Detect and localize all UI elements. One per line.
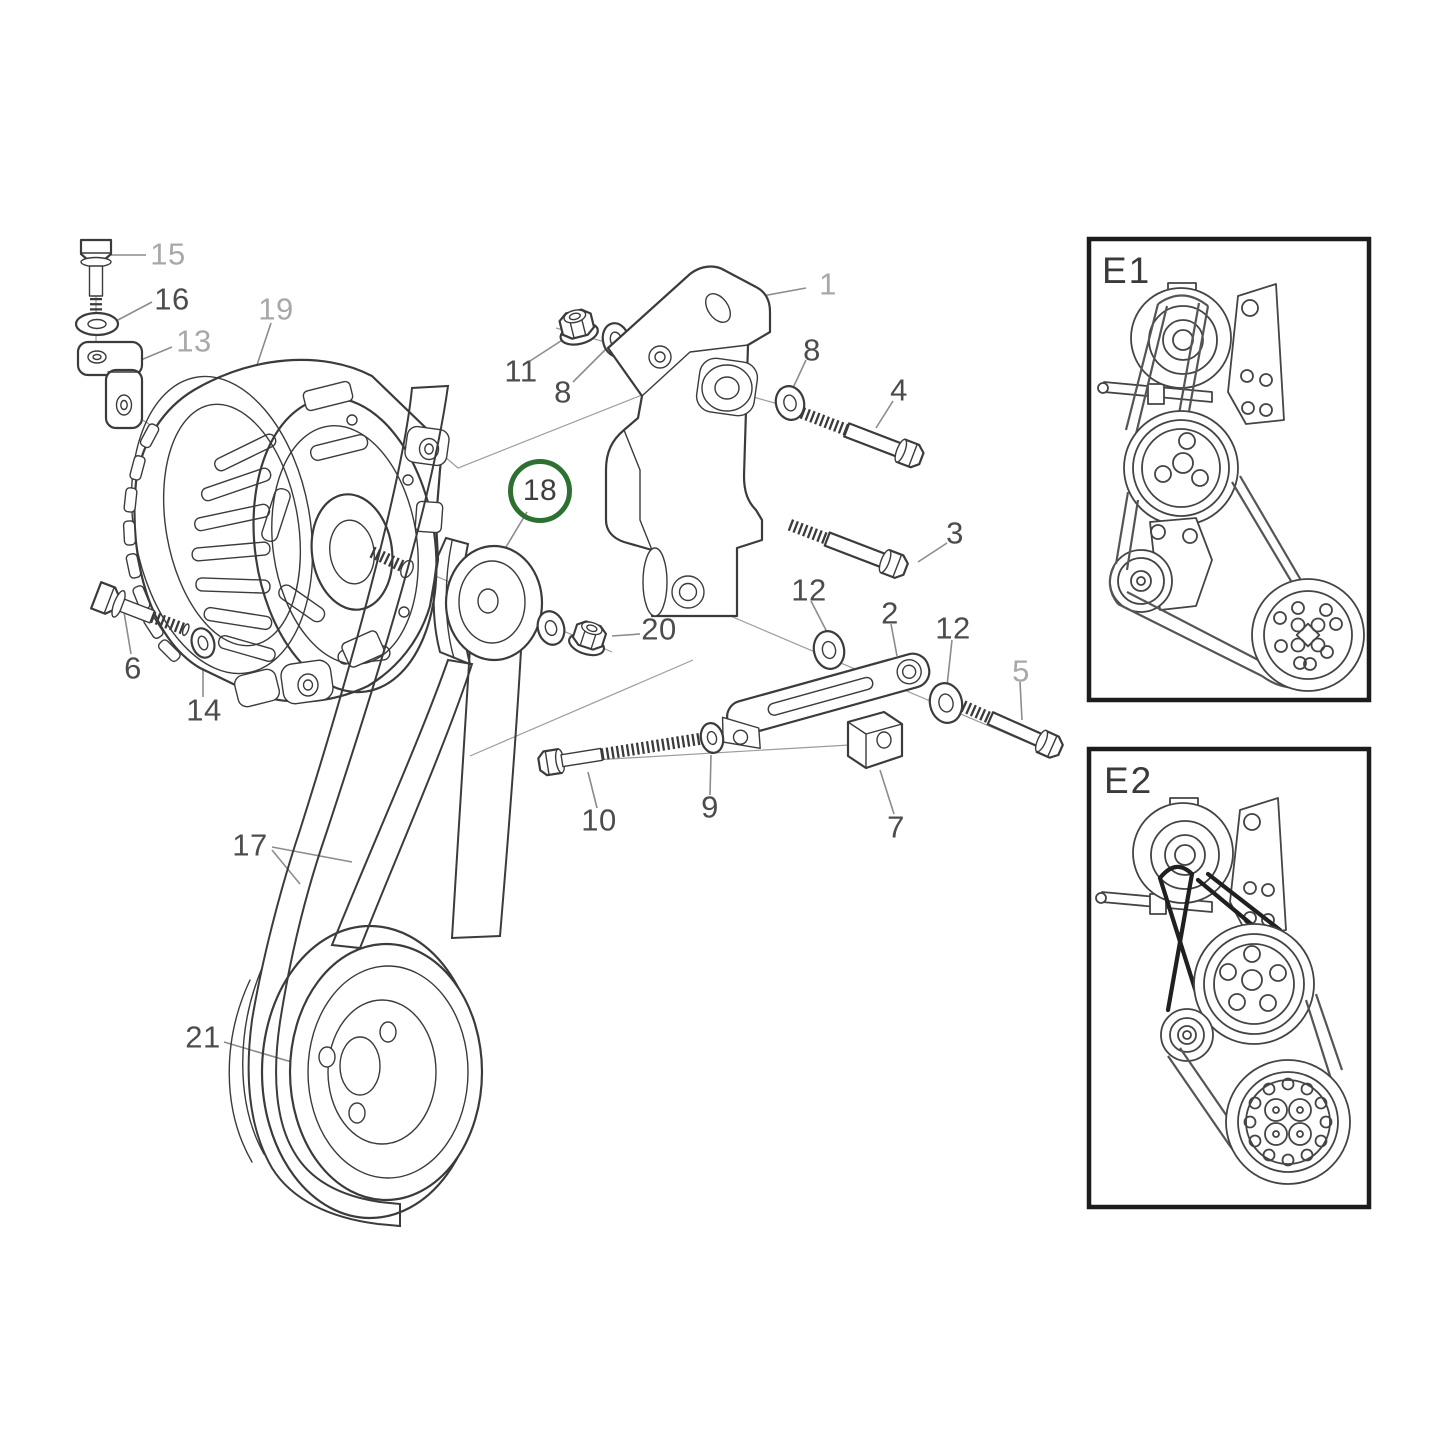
- part-label-8-right: 8: [803, 332, 821, 368]
- bracket-1-boss: [695, 357, 759, 417]
- bolt-4-drawing: [799, 407, 925, 469]
- crank-pulley-21-drawing: [228, 924, 484, 1220]
- washer-14-drawing: [190, 627, 216, 659]
- washer-12-right-drawing: [928, 682, 964, 724]
- part-label-1: 1: [819, 266, 837, 302]
- block-7-drawing: [846, 710, 904, 770]
- bracket-1-foot-hole: [671, 575, 705, 609]
- part-label-7: 7: [887, 809, 905, 845]
- part-label-8-left: 8: [554, 374, 572, 410]
- bolt-10-drawing: [537, 732, 702, 777]
- bolt-3-drawing: [787, 519, 909, 579]
- alternator-drawing: [122, 358, 450, 708]
- part-label-13: 13: [176, 323, 212, 359]
- bracket-1-small-hole: [648, 345, 672, 369]
- bolt-15-drawing: [79, 238, 113, 334]
- adjuster-arm-2-drawing: [721, 652, 931, 750]
- washer-16-drawing: [74, 311, 120, 337]
- bracket-1-drawing: [604, 265, 772, 618]
- washer-12-left-drawing: [812, 630, 846, 670]
- part-label-16: 16: [154, 281, 190, 317]
- part-label-12-right: 12: [935, 610, 971, 646]
- part-label-3: 3: [946, 515, 964, 551]
- alternator-foot: [233, 659, 334, 708]
- bolt-6-drawing: [90, 581, 190, 637]
- part-label-14: 14: [186, 692, 222, 728]
- part-label-20: 20: [641, 611, 677, 647]
- bolt-5-drawing: [960, 700, 1064, 759]
- bracket-13-drawing: [76, 340, 144, 430]
- part-label-21: 21: [185, 1019, 221, 1055]
- part-label-17: 17: [232, 827, 268, 863]
- washer-9-drawing: [699, 722, 725, 754]
- pulley-18-drawing: [432, 536, 544, 666]
- inset-e1-label: E1: [1102, 250, 1152, 291]
- part-label-4: 4: [890, 372, 908, 408]
- part-label-18-text: 18: [522, 474, 558, 507]
- part-label-2: 2: [881, 595, 899, 631]
- inset-e2-label: E2: [1104, 760, 1154, 801]
- inset-e2: [1086, 746, 1372, 1210]
- part-label-10: 10: [581, 802, 617, 838]
- inset-e1: [1086, 236, 1372, 703]
- part-label-9: 9: [701, 789, 719, 825]
- part-label-12-left: 12: [791, 572, 827, 608]
- part-label-19: 19: [258, 291, 294, 327]
- part-label-18-highlighted: 18: [508, 459, 572, 523]
- alternator-ear-hole: [404, 425, 450, 467]
- part-label-11: 11: [504, 353, 538, 389]
- nut-11-drawing: [558, 308, 599, 346]
- washer-20-drawing: [536, 610, 566, 646]
- part-label-5: 5: [1012, 653, 1030, 689]
- washer-8-right-drawing: [774, 385, 806, 421]
- part-label-6: 6: [124, 650, 142, 686]
- nut-20-drawing: [568, 620, 608, 657]
- part-label-15: 15: [150, 236, 186, 272]
